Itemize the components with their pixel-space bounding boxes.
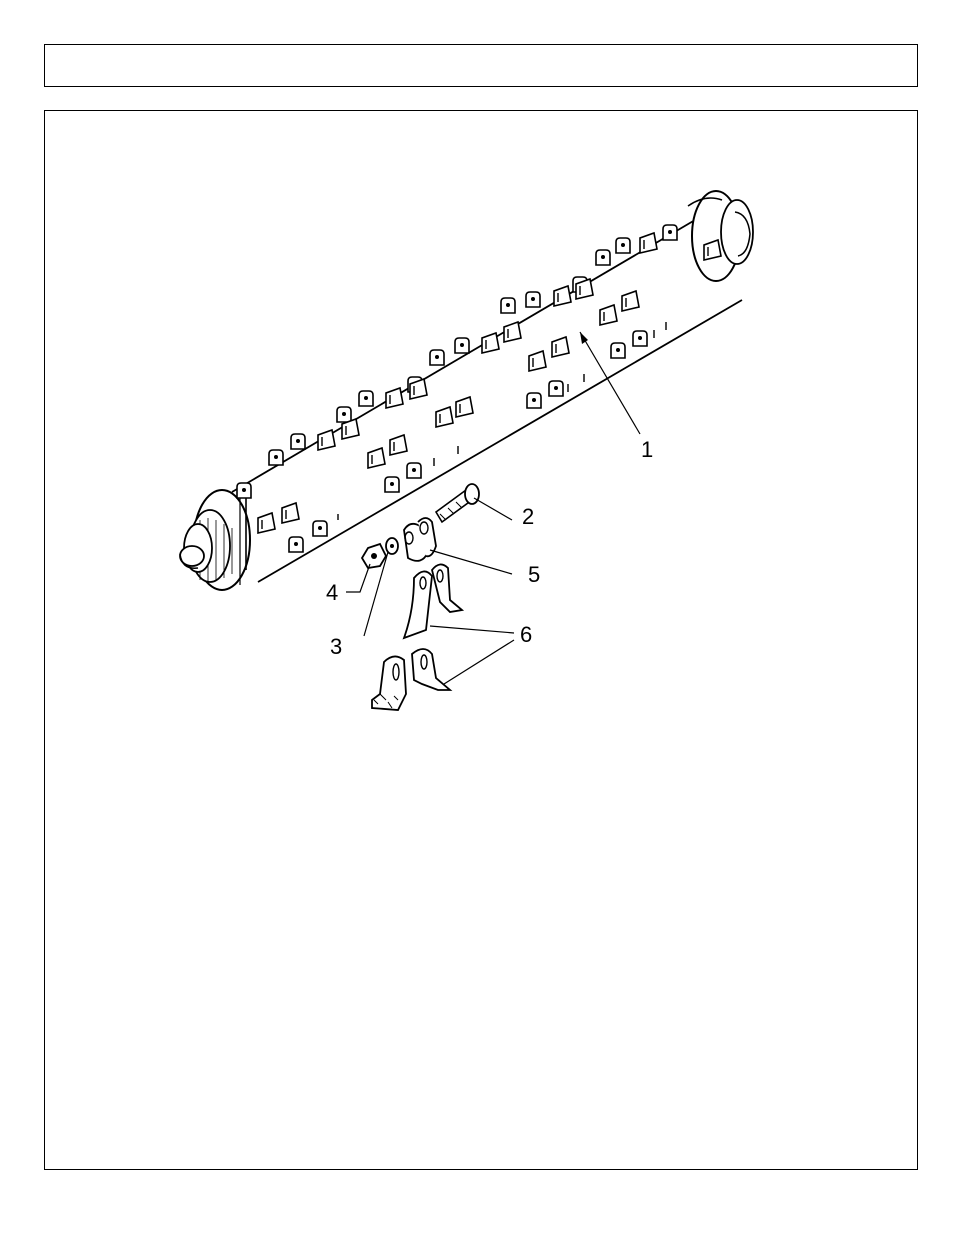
- callout-1: 1: [641, 437, 653, 462]
- d-shackle: [404, 518, 512, 574]
- callout-4: 4: [326, 580, 338, 605]
- flail-knife: [372, 564, 514, 710]
- callout-2: 2: [522, 504, 534, 529]
- callout-5: 5: [528, 562, 540, 587]
- nut: [346, 544, 386, 592]
- pin-bolt: [436, 484, 512, 522]
- rotor-drum: [180, 191, 753, 590]
- callout-6: 6: [520, 622, 532, 647]
- callout-3: 3: [330, 634, 342, 659]
